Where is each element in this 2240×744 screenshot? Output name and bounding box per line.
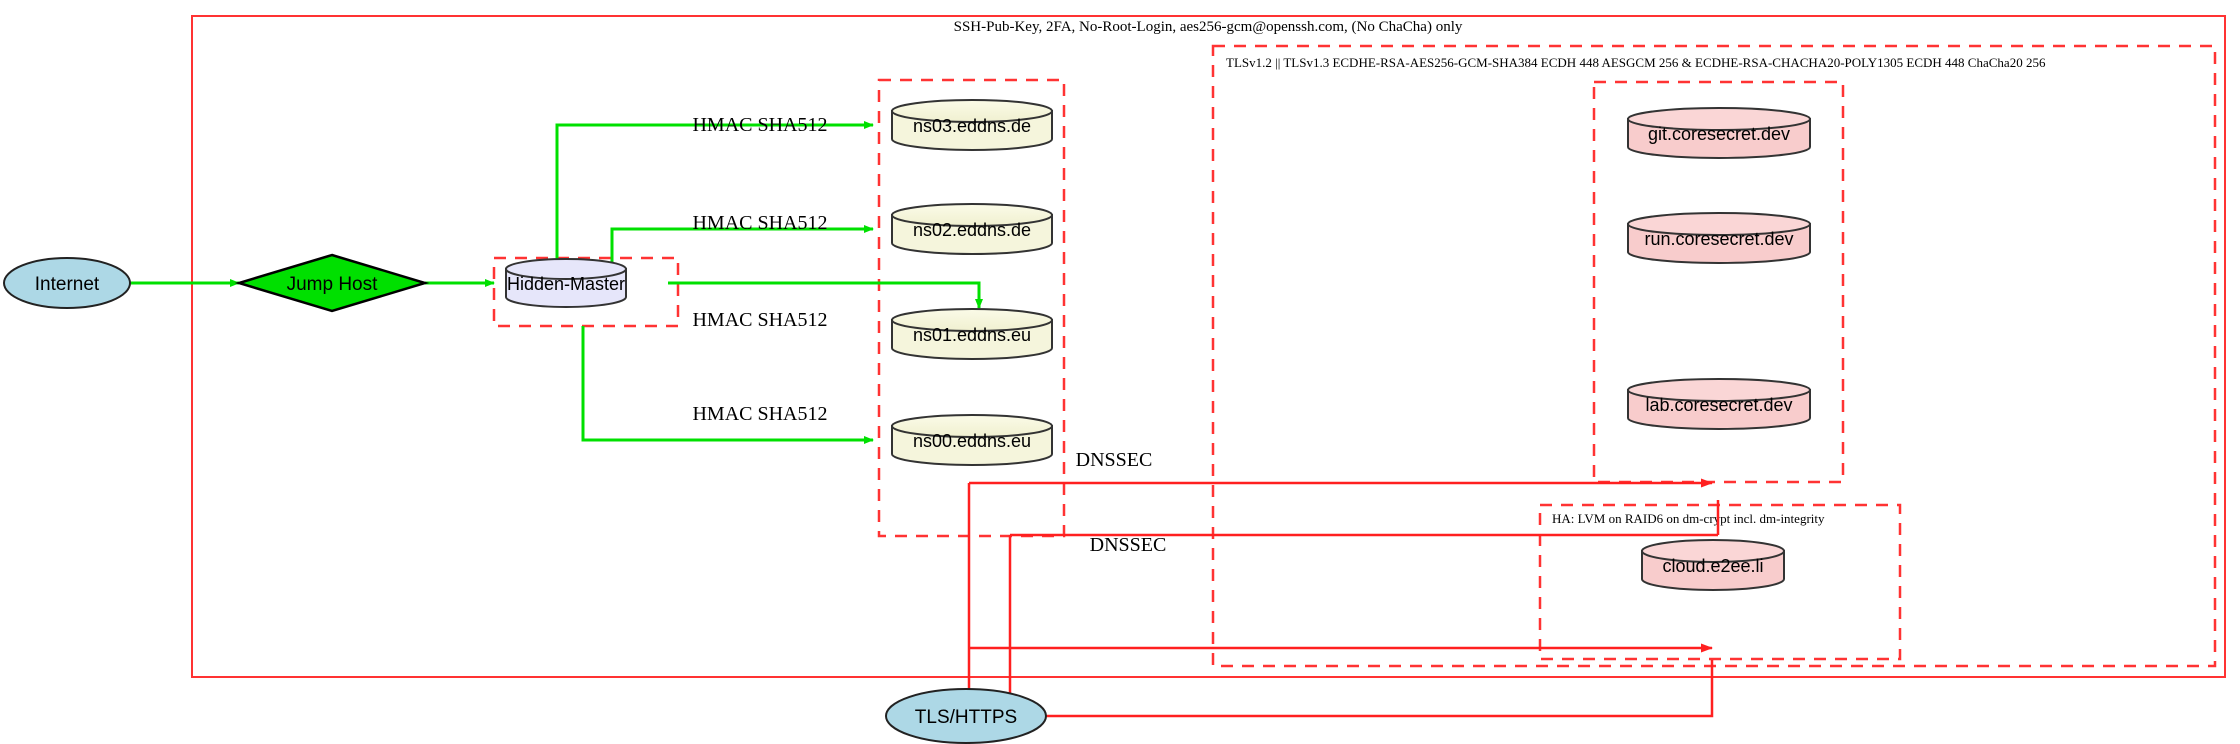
node-hidden-master[interactable]: Hidden-Master xyxy=(505,258,627,308)
edge-label-dnssec-lower: DNSSEC xyxy=(1090,534,1167,556)
node-ns03[interactable]: ns03.eddns.de xyxy=(891,99,1053,151)
node-ns00[interactable]: ns00.eddns.eu xyxy=(891,414,1053,466)
node-tls-https[interactable]: TLS/HTTPS xyxy=(885,688,1047,744)
edge-tlshttps-right xyxy=(1046,660,1714,718)
dns-cluster xyxy=(877,78,1066,538)
node-ns01-label: ns01.eddns.eu xyxy=(913,325,1031,345)
node-git-coresecret[interactable]: git.coresecret.dev xyxy=(1627,107,1811,159)
node-ns00-label: ns00.eddns.eu xyxy=(913,431,1031,451)
node-internet-label: Internet xyxy=(35,274,100,295)
node-lab-coresecret-label: lab.coresecret.dev xyxy=(1645,395,1792,415)
node-ns02[interactable]: ns02.eddns.de xyxy=(891,203,1053,255)
tls-cluster xyxy=(1211,44,2217,668)
node-cloud-e2ee[interactable]: cloud.e2ee.li xyxy=(1641,539,1785,591)
node-run-coresecret[interactable]: run.coresecret.dev xyxy=(1627,212,1811,264)
edge-hiddenmaster-ns02 xyxy=(610,225,874,262)
hidden-master-cluster xyxy=(492,256,680,328)
edge-hiddenmaster-ns00 xyxy=(581,326,874,444)
outer-boundary-label: SSH-Pub-Key, 2FA, No-Root-Login, aes256-… xyxy=(954,19,1463,35)
tls-cluster-label: TLSv1.2 || TLSv1.3 ECDHE-RSA-AES256-GCM-… xyxy=(1226,55,2046,70)
node-cloud-e2ee-label: cloud.e2ee.li xyxy=(1662,556,1763,576)
node-internet[interactable]: Internet xyxy=(3,257,131,309)
node-ns02-label: ns02.eddns.de xyxy=(913,220,1031,240)
ha-cluster-label: HA: LVM on RAID6 on dm-crypt incl. dm-in… xyxy=(1552,511,1825,526)
node-tls-https-label: TLS/HTTPS xyxy=(915,707,1017,728)
edge-hiddenmaster-ns03 xyxy=(555,121,874,262)
outer-security-boundary xyxy=(191,15,2226,678)
coresecret-cluster xyxy=(1592,80,1845,484)
edge-label-hmac-ns02: HMAC SHA512 xyxy=(692,212,827,234)
node-hidden-master-label: Hidden-Master xyxy=(507,274,625,294)
node-jump-host[interactable]: Jump Host xyxy=(234,253,430,313)
edge-label-hmac-ns00: HMAC SHA512 xyxy=(692,403,827,425)
ha-cluster xyxy=(1538,503,1902,661)
edge-label-hmac-ns03: HMAC SHA512 xyxy=(692,114,827,136)
edge-hiddenmaster-ns01 xyxy=(668,281,983,309)
node-run-coresecret-label: run.coresecret.dev xyxy=(1644,229,1793,249)
node-lab-coresecret[interactable]: lab.coresecret.dev xyxy=(1627,378,1811,430)
node-ns03-label: ns03.eddns.de xyxy=(913,116,1031,136)
node-ns01[interactable]: ns01.eddns.eu xyxy=(891,308,1053,360)
node-jump-host-label: Jump Host xyxy=(287,274,379,295)
node-git-coresecret-label: git.coresecret.dev xyxy=(1648,124,1790,144)
edge-label-dnssec-upper: DNSSEC xyxy=(1076,449,1153,471)
edge-label-hmac-ns01: HMAC SHA512 xyxy=(692,309,827,331)
